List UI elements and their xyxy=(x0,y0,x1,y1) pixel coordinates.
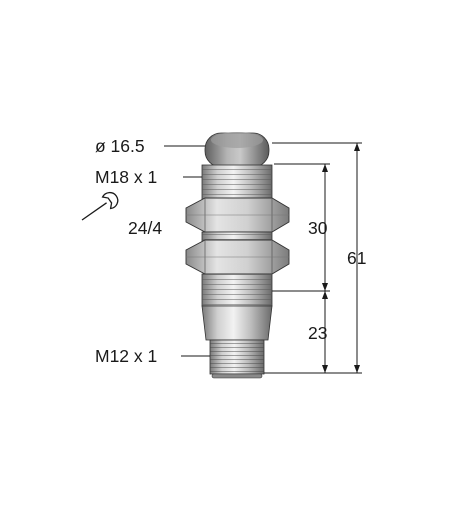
lower-thread xyxy=(201,273,273,307)
extension-lines xyxy=(264,142,362,374)
svg-text:61: 61 xyxy=(347,248,366,268)
housing-taper xyxy=(201,305,273,341)
label-wrench-size: 24/4 xyxy=(81,191,162,238)
label-diameter-cap: ø 16.5 xyxy=(95,136,205,156)
svg-text:23: 23 xyxy=(308,323,327,343)
label-thread-connector: M12 x 1 xyxy=(95,346,210,366)
sensor-body xyxy=(185,132,290,379)
upper-nut xyxy=(185,197,290,233)
m12-connector xyxy=(209,339,265,379)
svg-text:ø 16.5: ø 16.5 xyxy=(95,136,145,156)
svg-text:24/4: 24/4 xyxy=(128,218,162,238)
dimension-lower-length: 23 xyxy=(308,291,328,373)
dimension-upper-length: 30 xyxy=(308,164,328,291)
wrench-icon xyxy=(81,191,119,221)
sensing-cap xyxy=(204,132,270,168)
svg-text:30: 30 xyxy=(308,218,328,238)
label-thread-body: M18 x 1 xyxy=(95,167,202,187)
lower-nut xyxy=(185,239,290,275)
dimension-total-length: 61 xyxy=(347,143,366,373)
svg-text:M12 x 1: M12 x 1 xyxy=(95,346,157,366)
svg-text:M18 x 1: M18 x 1 xyxy=(95,167,157,187)
